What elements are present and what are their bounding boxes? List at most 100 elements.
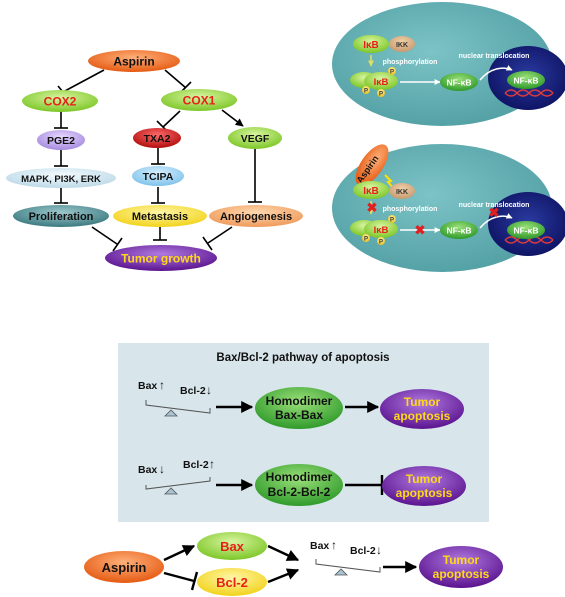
angiogenesis-label: Angiogenesis (220, 211, 292, 223)
metastasis-label: Metastasis (132, 211, 188, 223)
phosphate-label: P (364, 89, 368, 95)
down-arrow-icon: ↓ (376, 543, 382, 557)
panel-title: Bax/Bcl-2 pathway of apoptosis (216, 352, 389, 364)
lightning-icon (384, 174, 395, 190)
phosphate-icon (362, 234, 370, 242)
nfkb-activation-diagram: IκB IKK phosphorylation IκB P P P NF-κB … (332, 2, 565, 126)
bcl2-node (197, 568, 267, 596)
nuclear-translocation-label: nuclear translocation (459, 202, 530, 209)
nfkb-nuclear-label: NF-κB (513, 226, 538, 236)
phosphate-label: P (379, 240, 383, 246)
tumor-apoptosis-node (419, 546, 503, 588)
arrow (267, 568, 300, 584)
phosphate-label: P (364, 237, 368, 243)
aspirin-pill (355, 144, 389, 186)
ikb-phospho-node (364, 220, 398, 238)
tumor-label: Tumor (404, 395, 441, 409)
balance-scale-icon (315, 559, 381, 576)
nfkb-node (440, 221, 478, 239)
pathway-inhibition-lines (54, 69, 262, 252)
nfkb-inhibition-diagram: Aspirin IκB IKK ✖ phosphorylation IκB P … (332, 144, 565, 272)
txa2-label: TXA2 (144, 133, 171, 145)
translocation-arrow (479, 65, 513, 81)
mapk-node (6, 168, 116, 188)
bcl2-bcl2-label: Bcl-2-Bcl-2 (268, 485, 331, 499)
bax-node (197, 532, 267, 560)
apoptosis-panel: Bax/Bcl-2 pathway of apoptosis Bax ↑ Bcl… (118, 343, 489, 522)
phosphate-label: P (390, 70, 394, 76)
tumor-label: Tumor (443, 553, 480, 567)
cox2-node (22, 90, 98, 112)
homodimer-bax-node (255, 387, 343, 429)
balance-scale-icon (145, 477, 211, 495)
aspirin-label: Aspirin (102, 560, 147, 575)
phosphate-icon (377, 237, 385, 245)
nfkb-node (440, 73, 478, 91)
cox1-node (161, 89, 237, 111)
nfkb-label: NF-κB (446, 78, 471, 88)
txa2-node (133, 128, 181, 148)
phosphate-label: P (379, 92, 383, 98)
phosphate-icon (388, 67, 396, 75)
aspirin-label: Aspirin (113, 55, 154, 69)
pge2-label: PGE2 (47, 135, 75, 147)
metastasis-node (113, 205, 207, 227)
tcipa-label: TCIPA (143, 171, 174, 183)
ikb-phospho-label: IκB (374, 225, 389, 236)
cox1-label: COX1 (183, 94, 216, 108)
phosphate-icon (388, 215, 396, 223)
phosphorylation-label: phosphorylation (383, 206, 438, 213)
ikb-phospho-label: IκB (374, 77, 389, 88)
phosphate-icon (362, 86, 370, 94)
angiogenesis-node (209, 205, 303, 227)
translocation-arrow (479, 213, 513, 229)
tumor-growth-node (105, 245, 217, 271)
apoptosis-label: apoptosis (394, 409, 451, 423)
up-arrow-icon: ↑ (159, 378, 165, 392)
bax-label: Bax (138, 464, 157, 476)
bax-bax-label: Bax-Bax (275, 408, 323, 422)
block-x-icon: ✖ (415, 223, 426, 238)
homodimer-label: Homodimer (266, 394, 333, 408)
tumor-apoptosis-node (382, 466, 466, 506)
inhibition-line (345, 475, 384, 495)
tcipa-node (132, 166, 184, 186)
vegf-node (228, 127, 282, 149)
homodimer-label: Homodimer (266, 470, 333, 484)
tumor-label: Tumor (406, 472, 443, 486)
homodimer-bcl2-node (255, 464, 343, 506)
nfkb-nuclear-node (507, 71, 545, 89)
dna-icon (504, 89, 554, 97)
nfkb-label: NF-κB (446, 226, 471, 236)
proliferation-label: Proliferation (29, 211, 94, 223)
bax-node-label: Bax (220, 539, 245, 554)
ikb-node (353, 181, 389, 199)
ikb-label: IκB (363, 186, 379, 197)
arrow (267, 544, 300, 562)
aspirin-node (88, 50, 180, 72)
aspirin-apoptosis-diagram: Aspirin Bax Bcl-2 Bax ↑ Bcl-2 ↓ Tumor ap… (84, 532, 503, 596)
ikk-label: IKK (396, 42, 408, 49)
apoptosis-label: apoptosis (433, 567, 490, 581)
tumor-growth-label: Tumor growth (121, 252, 201, 266)
bax-label: Bax (310, 540, 329, 552)
aspirin-node (84, 551, 164, 583)
balance-scale-icon (145, 400, 211, 417)
pge2-node (37, 130, 85, 150)
bcl2-node-label: Bcl-2 (216, 575, 248, 590)
mapk-label: MAPK, PI3K, ERK (21, 174, 101, 185)
ikk-node (389, 183, 415, 199)
up-arrow-icon: ↑ (331, 538, 337, 552)
vegf-label: VEGF (241, 133, 270, 145)
proliferation-node (13, 205, 109, 227)
inhibition-line (163, 571, 199, 591)
block-x-icon: ✖ (367, 200, 378, 215)
bcl2-label: Bcl-2 (350, 545, 376, 557)
cox-pathway-diagram: Aspirin COX2 COX1 PGE2 TXA2 VEGF MAPK, P… (6, 50, 303, 271)
ikk-node (389, 36, 415, 52)
phosphorylation-label: phosphorylation (383, 59, 438, 66)
arrow (163, 544, 196, 562)
bax-label: Bax (138, 380, 157, 392)
ikb-phospho-node (364, 72, 398, 90)
down-arrow-icon: ↓ (206, 383, 212, 397)
